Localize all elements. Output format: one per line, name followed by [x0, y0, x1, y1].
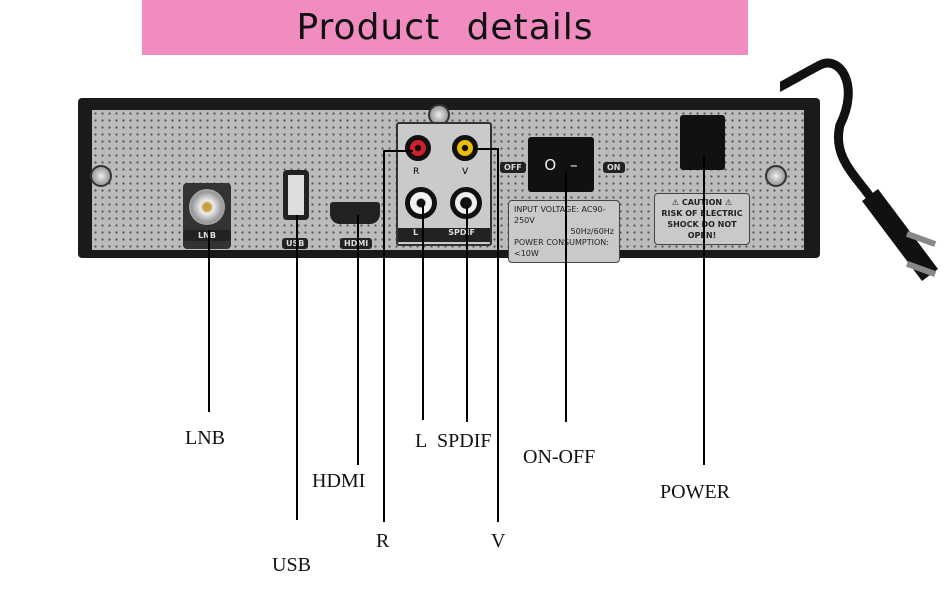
- on-label: ON: [603, 162, 625, 173]
- callout-spdif: SPDIF: [437, 430, 492, 452]
- lnb-port: LNB: [183, 183, 231, 249]
- callout-line: [565, 172, 567, 422]
- power-cord: [780, 58, 938, 281]
- callout-lnb: LNB: [185, 427, 225, 449]
- hdmi-port: [330, 202, 380, 224]
- screw-icon: [90, 165, 112, 187]
- off-label: OFF: [500, 162, 526, 173]
- usb-port: [283, 170, 309, 220]
- callout-line: [296, 215, 298, 520]
- switch-off-symbol: O: [544, 155, 557, 174]
- callout-r: R: [376, 530, 390, 552]
- callout-line: [422, 205, 424, 420]
- callout-line: [474, 148, 499, 150]
- callout-usb: USB: [272, 554, 311, 576]
- caution-sticker: ⚠ CAUTION ⚠ RISK OF ELECTRIC SHOCK DO NO…: [654, 193, 750, 245]
- callout-line: [208, 230, 210, 412]
- l-label: L: [413, 228, 419, 237]
- switch-on-symbol: –: [570, 155, 578, 174]
- power-switch[interactable]: O–: [528, 137, 594, 192]
- caution-title: CAUTION: [681, 198, 723, 207]
- r-label: R: [413, 167, 420, 177]
- v-label: V: [462, 167, 469, 177]
- usb-label: USB: [282, 238, 309, 249]
- power-socket: [680, 115, 725, 170]
- rating-line: POWER CONSUMPTION:<10W: [514, 238, 609, 258]
- callout-hdmi: HDMI: [312, 470, 366, 492]
- screw-icon: [765, 165, 787, 187]
- title-banner: Product details: [142, 0, 748, 55]
- spdif-jack: [450, 187, 482, 219]
- callout-v: V: [491, 530, 506, 552]
- caution-line: RISK OF ELECTRIC: [661, 209, 743, 218]
- rca-l-jack: [405, 187, 437, 219]
- warning-icon: ⚠: [671, 198, 680, 207]
- callout-line: [357, 215, 359, 465]
- callout-line: [383, 150, 413, 152]
- warning-icon: ⚠: [724, 198, 733, 207]
- spdif-label: SPDIF: [448, 228, 475, 237]
- caution-line: SHOCK DO NOT OPEN!: [667, 220, 737, 240]
- callout-line: [497, 148, 499, 522]
- callout-l: L: [415, 430, 428, 452]
- lnb-label: LNB: [183, 230, 231, 241]
- hdmi-label: HDMI: [340, 238, 373, 249]
- rca-r-jack: [405, 135, 431, 161]
- callout-power: POWER: [660, 481, 730, 503]
- rating-sticker: INPUT VOLTAGE: AC90-250V 50Hz/60Hz POWER…: [508, 200, 620, 263]
- callout-line: [703, 155, 705, 465]
- callout-on-off: ON-OFF: [523, 446, 596, 468]
- callout-line: [466, 205, 468, 422]
- page-title: Product details: [296, 7, 594, 48]
- callout-line: [383, 150, 385, 522]
- rating-line: INPUT VOLTAGE: AC90-250V: [514, 205, 606, 225]
- rating-line: 50Hz/60Hz: [570, 227, 614, 236]
